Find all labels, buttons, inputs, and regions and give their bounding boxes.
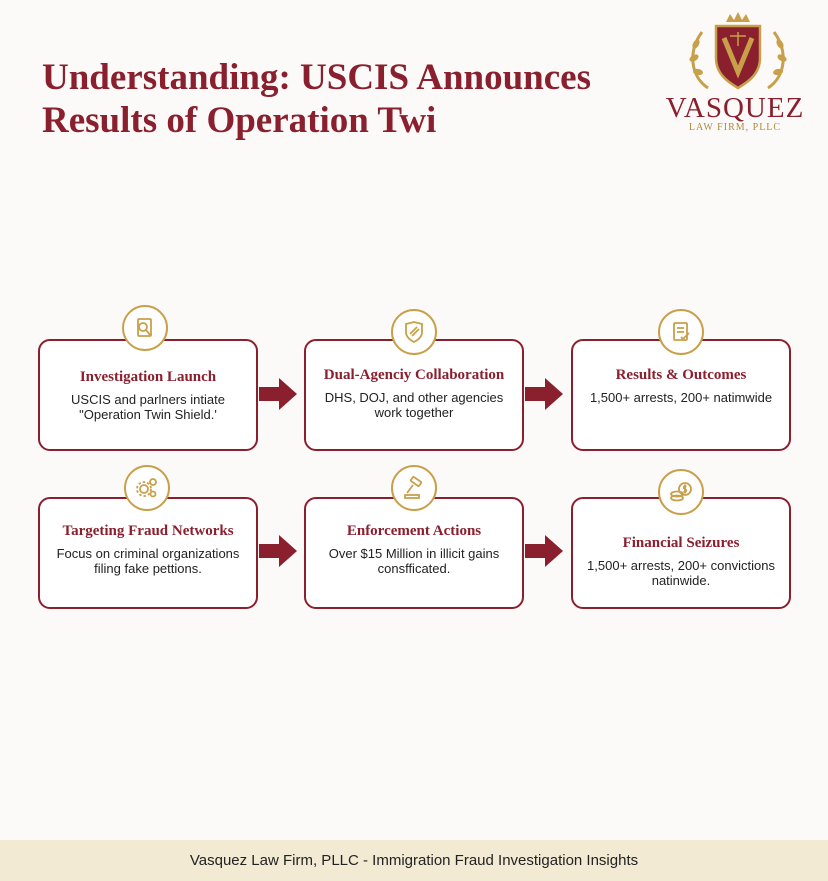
step-title: Targeting Fraud Networks — [62, 523, 234, 539]
step-description: 1,500+ arrests, 200+ natimwide — [589, 390, 773, 405]
logo-subtitle: LAW FIRM, PLLC — [688, 122, 782, 133]
step-description: USCIS and parlners intiate "Operation Tw… — [71, 392, 225, 422]
step-card-targeting-fraud-networks: Targeting Fraud Networks Focus on crimin… — [38, 497, 258, 609]
magnifier-document-icon — [122, 305, 168, 351]
step-description: 1,500+ arrests, 200+ convictions natinwi… — [587, 558, 775, 588]
title-line-1: Understanding: USCIS Announces — [42, 57, 592, 98]
arrow-right-icon — [525, 535, 563, 567]
step-card-financial-seizures: Financial Seizures 1,500+ arrests, 200+ … — [571, 497, 791, 609]
gears-icon — [124, 465, 170, 511]
gavel-icon — [391, 465, 437, 511]
logo-name: VASQUEZ — [665, 92, 805, 124]
step-card-investigation-launch: Investigation Launch USCIS and parlners … — [38, 339, 258, 451]
step-description: Focus on criminal organizations filing f… — [56, 546, 240, 576]
step-card-enforcement-actions: Enforcement Actions Over $15 Million in … — [304, 497, 524, 609]
coins-icon — [658, 469, 704, 515]
step-description: Over $15 Million in illicit gains consff… — [328, 546, 500, 576]
page-footer: Vasquez Law Firm, PLLC - Immigration Fra… — [0, 840, 828, 881]
step-title: Financial Seizures — [622, 535, 740, 551]
step-title: Enforcement Actions — [346, 523, 482, 539]
step-title: Investigation Launch — [79, 369, 217, 385]
page-title: Understanding: USCIS Announces Results o… — [42, 56, 662, 142]
step-title: Dual-Agenciy Collaboration — [323, 367, 505, 383]
arrow-right-icon — [525, 378, 563, 410]
checklist-document-icon — [658, 309, 704, 355]
step-card-results-outcomes: Results & Outcomes 1,500+ arrests, 200+ … — [571, 339, 791, 451]
arrow-right-icon — [259, 378, 297, 410]
shield-icon — [391, 309, 437, 355]
step-description: DHS, DOJ, and other agencies work togeth… — [324, 390, 504, 420]
step-title: Results & Outcomes — [615, 367, 747, 383]
step-card-dual-agency-collaboration: Dual-Agenciy Collaboration DHS, DOJ, and… — [304, 339, 524, 451]
title-line-2: Results of Operation Twi — [42, 100, 437, 141]
arrow-right-icon — [259, 535, 297, 567]
law-firm-logo — [689, 12, 787, 90]
